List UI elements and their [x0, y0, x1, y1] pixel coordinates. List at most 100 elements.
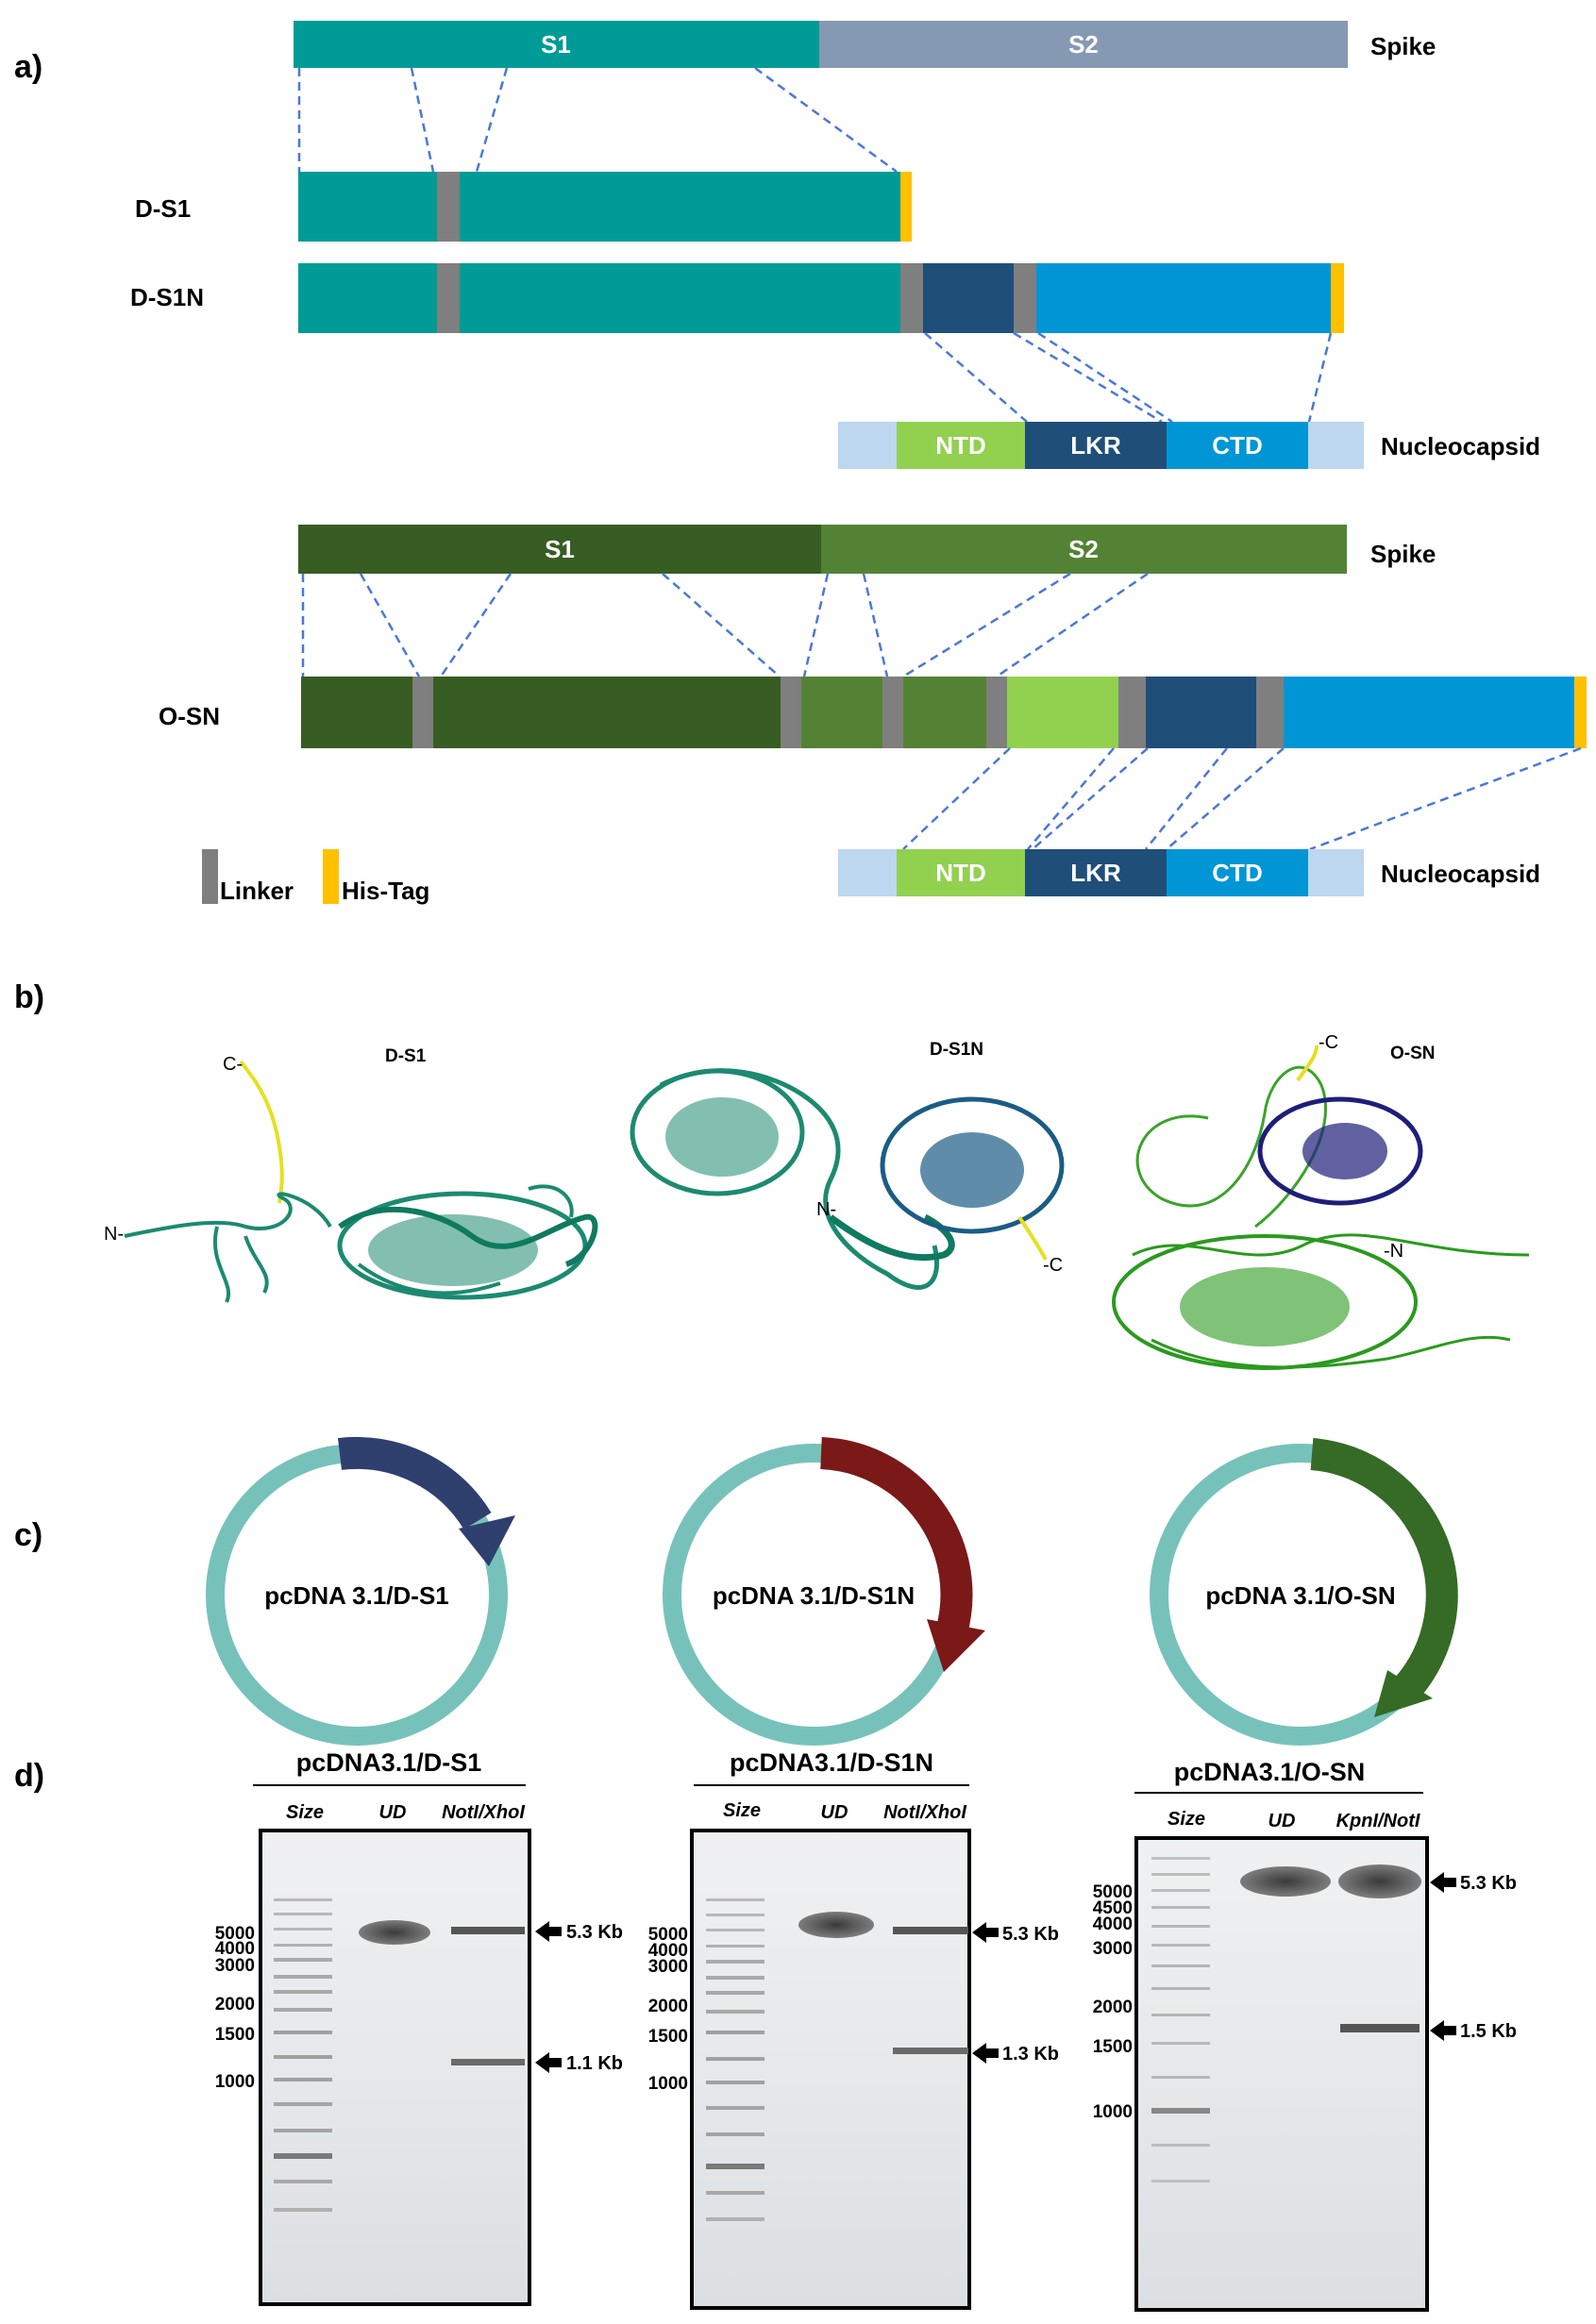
- ladder-marker: 1000: [648, 2074, 688, 2094]
- structure-title: D-S1: [385, 1046, 427, 1066]
- map-line: [1166, 747, 1285, 850]
- structure-title: O-SN: [1390, 1044, 1436, 1063]
- ladder-marker: 1000: [215, 2072, 255, 2092]
- lkr-label: LKR: [1070, 431, 1121, 460]
- omicron-s2-segment: [821, 525, 1347, 574]
- ribbon-domain-core: [665, 1097, 779, 1177]
- lkr-segment: [1025, 422, 1167, 469]
- ladder-marker: 4000: [648, 1941, 688, 1961]
- structure-d-s1n: D-S1N N- -C: [630, 1040, 1065, 1290]
- plasmid-map-d-s1n: pcDNA 3.1/D-S1N: [663, 1437, 985, 1746]
- band-size-label: 5.3 Kb: [566, 1922, 623, 1943]
- band-size-label: 1.3 Kb: [1002, 2044, 1059, 2065]
- structure-d-s1: D-S1 N- C-: [104, 1046, 598, 1303]
- uncut-plasmid-band: [359, 1920, 430, 1945]
- vector-backbone-band: [451, 1927, 525, 1934]
- insert-arc: [819, 1437, 973, 1637]
- his-tag-block: [1331, 263, 1344, 333]
- d-s1n-ctd-segment: [1036, 263, 1331, 333]
- ribbon-sheet: [338, 1206, 598, 1267]
- ntd-label: NTD: [935, 431, 985, 460]
- nucleocapsid-label-2: Nucleocapsid: [1381, 860, 1540, 888]
- arrow-left-icon: [972, 2043, 999, 2064]
- lkr-label: LKR: [1070, 859, 1121, 887]
- ribbon-domain: [880, 1096, 1065, 1234]
- gel-column-ud: UD: [379, 1802, 407, 1823]
- ladder-marker: 5000: [215, 1924, 255, 1944]
- delta-spike-label: Spike: [1370, 32, 1436, 60]
- gel-image: [690, 1829, 971, 2310]
- legend-his-tag-swatch: [323, 849, 339, 904]
- ctd-label: CTD: [1212, 431, 1262, 460]
- arrow-left-icon: [972, 1922, 999, 1943]
- ribbon-coil: [659, 1068, 940, 1290]
- linker-block: [986, 677, 1007, 748]
- uncut-plasmid-band: [798, 1912, 874, 1938]
- legend-linker-swatch: [202, 849, 218, 904]
- ntd-label: NTD: [935, 859, 985, 887]
- panel-c-label: c): [14, 1517, 42, 1553]
- map-line: [439, 573, 512, 677]
- ribbon-domain-core: [1302, 1123, 1387, 1179]
- ribbon-domain: [337, 1191, 588, 1300]
- structure-title: D-S1N: [930, 1040, 983, 1060]
- arrow-left-icon: [1430, 1872, 1456, 1893]
- nucleocapsid-bar-2: NTD LKR CTD: [838, 849, 1364, 896]
- ladder-marker: 4500: [1093, 1898, 1133, 1918]
- ribbon-domain-core: [368, 1214, 538, 1286]
- map-line: [410, 67, 435, 173]
- c-terminus-label: C-: [223, 1054, 243, 1075]
- omicron-s2-label: S2: [1068, 535, 1099, 563]
- insert-arc: [337, 1436, 492, 1530]
- nucleocapsid-bar-1: NTD LKR CTD: [838, 422, 1364, 469]
- ladder-marker: 1000: [1093, 2102, 1133, 2122]
- ladder-marker: 1500: [648, 2027, 688, 2047]
- vector-backbone-band: [893, 1927, 968, 1934]
- map-line: [1027, 747, 1115, 850]
- ribbon-coil: [1132, 1233, 1530, 1369]
- nucleocapsid-label-1: Nucleocapsid: [1381, 432, 1540, 460]
- gel-d-s1n: pcDNA3.1/D-S1N Size UD NotI/XhoI 5000 40…: [648, 1748, 1059, 2310]
- d-s1-s1-segment: [298, 172, 900, 242]
- map-line: [996, 572, 1149, 678]
- ladder-marker: 2000: [648, 1997, 688, 2016]
- his-tag-tail: [1296, 1045, 1319, 1082]
- map-line: [475, 67, 509, 173]
- insert-arrowhead: [1374, 1670, 1433, 1717]
- ribbon-domain: [1112, 1234, 1418, 1370]
- ladder-marker: 1500: [1093, 2037, 1133, 2057]
- map-line: [754, 66, 898, 174]
- ribbon-domain-core: [1180, 1267, 1350, 1346]
- insert-arrowhead: [927, 1619, 985, 1672]
- gel-column-ud: UD: [1268, 1811, 1296, 1831]
- gel-image: [259, 1829, 531, 2306]
- band-size-label: 5.3 Kb: [1002, 1924, 1059, 1945]
- delta-s2-segment: [819, 21, 1348, 68]
- ctd-segment: [1167, 849, 1308, 896]
- map-line: [1013, 331, 1163, 424]
- band-size-label: 1.1 Kb: [566, 2053, 623, 2074]
- map-line: [359, 573, 421, 677]
- ribbon-loop: [1135, 1065, 1328, 1229]
- ctd-segment: [1167, 422, 1308, 469]
- band-size-label: 5.3 Kb: [1460, 1873, 1517, 1894]
- gel-title: pcDNA3.1/D-S1N: [730, 1748, 933, 1777]
- plasmid-label: pcDNA 3.1/D-S1N: [713, 1581, 915, 1610]
- arrow-left-icon: [1430, 2020, 1456, 2041]
- ladder-marker: 5000: [648, 1925, 688, 1945]
- ladder-lane: [706, 1898, 764, 2221]
- map-line: [802, 573, 830, 677]
- o-sn-ntd-segment: [1007, 677, 1118, 748]
- ribbon-coil: [124, 1192, 332, 1238]
- plasmid-label: pcDNA 3.1/O-SN: [1205, 1581, 1395, 1610]
- ribbon-domain: [1257, 1096, 1423, 1206]
- lkr-segment: [1025, 849, 1167, 896]
- ladder-lane: [274, 1898, 332, 2212]
- d-s1n-construct-bar: [298, 263, 1344, 333]
- map-line: [1037, 331, 1173, 424]
- his-tag-tail: [1017, 1215, 1048, 1261]
- linker-block: [1256, 677, 1284, 748]
- omicron-s1-label: S1: [545, 535, 575, 563]
- o-sn-construct-label: O-SN: [159, 702, 220, 730]
- o-sn-s1-segment: [301, 677, 781, 748]
